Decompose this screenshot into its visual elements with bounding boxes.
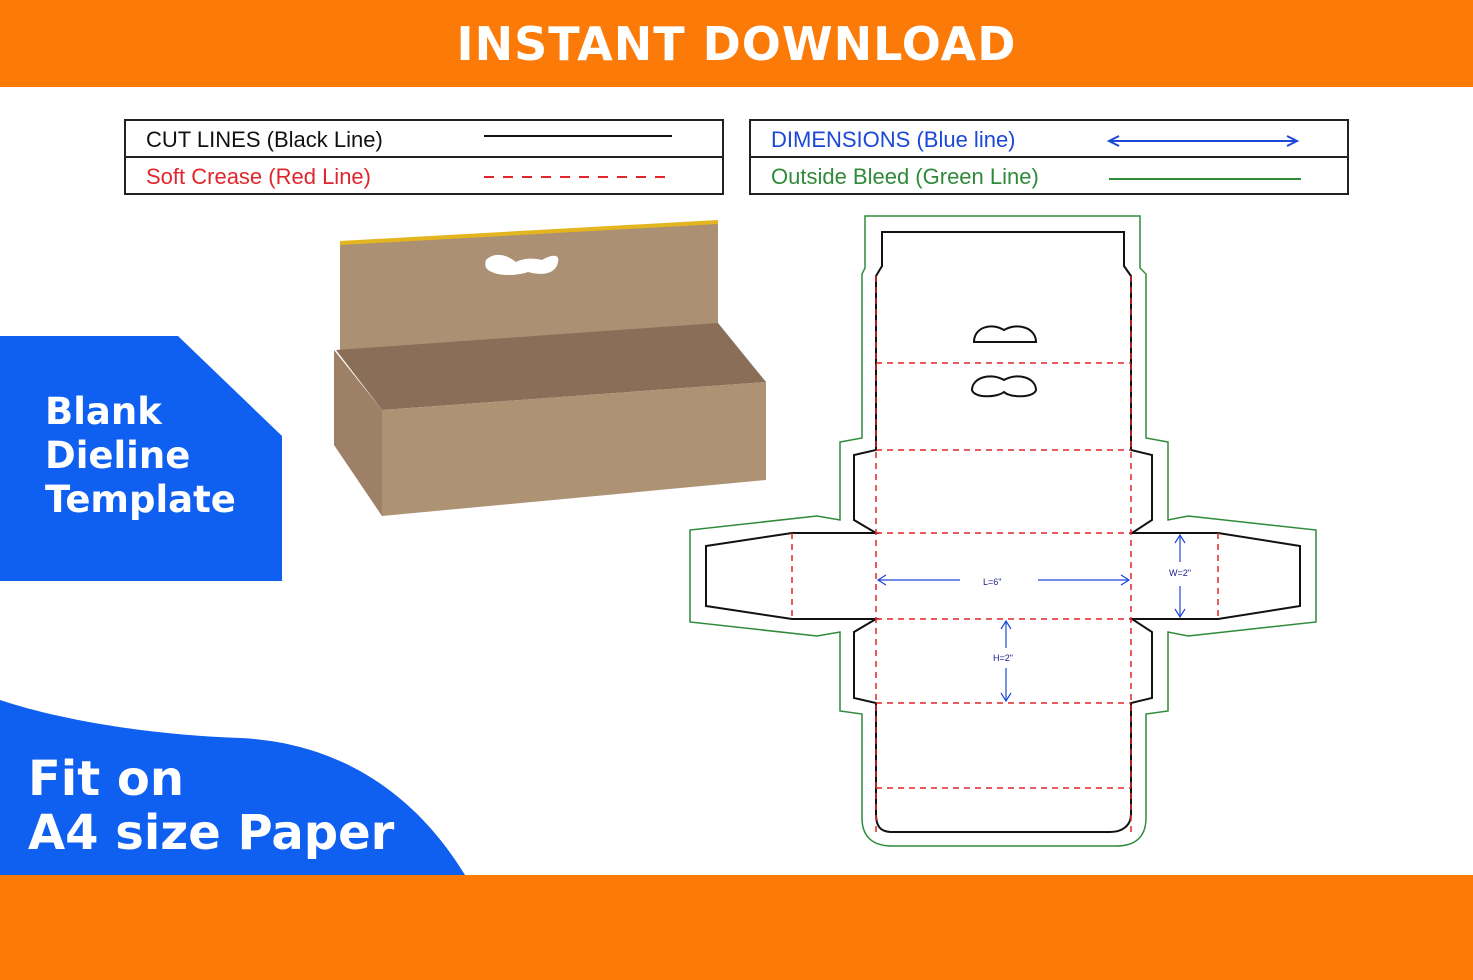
dim-width-label: W=2" [1169,568,1191,578]
crease-lines [791,276,1219,832]
cut-line-sample [484,135,672,137]
badge-line-3: Template [45,478,236,521]
hang-hole-bottom [970,375,1038,398]
dieline-drawing: L=6" W=2" H=2" [689,215,1317,847]
legend-bleed-label: Outside Bleed (Green Line) [771,164,1039,189]
legend-row-dimension: DIMENSIONS (Blue line) [751,121,1347,158]
legend-row-crease: Soft Crease (Red Line) [126,158,722,195]
bleed-outline [689,215,1317,847]
badge-text: Blank Dieline Template [45,390,236,522]
legend-right: DIMENSIONS (Blue line) Outside Bleed (Gr… [749,119,1349,195]
fit-line-2: A4 size Paper [28,805,395,861]
legend-cut-label: CUT LINES (Black Line) [146,127,383,152]
legend-row-bleed: Outside Bleed (Green Line) [751,158,1347,195]
top-banner: INSTANT DOWNLOAD [0,0,1473,87]
hang-hole-top [972,325,1038,343]
legend-crease-label: Soft Crease (Red Line) [146,164,371,189]
cut-outline [705,231,1301,833]
dim-length-label: L=6" [983,577,1001,587]
bleed-line-sample [1109,178,1301,180]
legend-left: CUT LINES (Black Line) Soft Crease (Red … [124,119,724,195]
legend-row-cut: CUT LINES (Black Line) [126,121,722,158]
fit-line-1: Fit on [28,751,185,807]
badge-line-1: Blank [45,390,162,433]
badge-line-2: Dieline [45,434,191,477]
box-illustration [334,220,766,516]
fit-badge-shape [0,700,465,875]
banner-title: INSTANT DOWNLOAD [456,16,1017,71]
dimension-line-sample [1106,135,1300,147]
dimension-arrows [876,533,1186,703]
crease-line-sample [484,176,672,178]
dim-height-label: H=2" [993,653,1013,663]
fit-text: Fit on A4 size Paper [28,752,394,860]
blue-badge-shape [0,336,282,581]
bottom-banner [0,875,1473,980]
legend-dimension-label: DIMENSIONS (Blue line) [771,127,1016,152]
